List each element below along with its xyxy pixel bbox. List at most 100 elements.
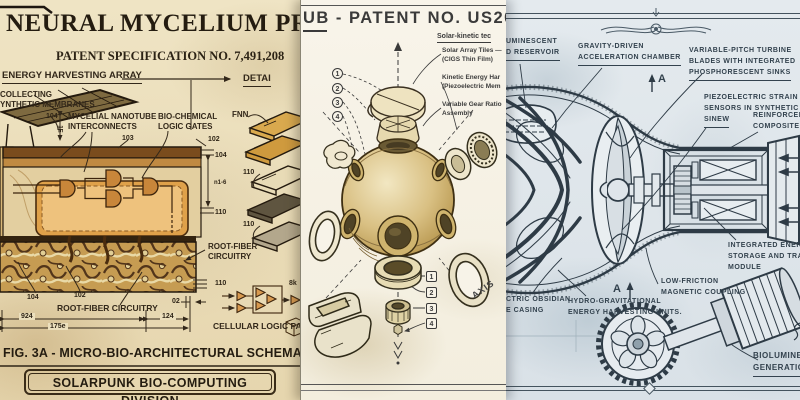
left-ring-part bbox=[308, 210, 342, 262]
gear-label-line1: Variable Gear Ratio bbox=[442, 101, 502, 108]
header-flourish-ornament bbox=[600, 8, 712, 35]
ref-104-top: 104 bbox=[46, 113, 58, 120]
gear-label-line2: Assembly bbox=[442, 110, 473, 117]
dim-124: 124 bbox=[160, 313, 176, 320]
integrated-label-line3: MODULE bbox=[728, 263, 762, 271]
turbine-label-line1: VARIABLE-PITCH TURBINE bbox=[689, 47, 792, 54]
ref-1e: 1E bbox=[56, 125, 63, 133]
part-box-3: 3 bbox=[426, 303, 437, 314]
integrated-label-line1: INTEGRATED ENERGY bbox=[728, 242, 800, 249]
fnn-label: FNN bbox=[232, 110, 249, 119]
ref-02: 02 bbox=[172, 298, 180, 305]
section-marker-top: A bbox=[658, 73, 667, 85]
reservoir-label-line1: UMINESCENT bbox=[506, 38, 558, 45]
ref-110-dim: 110 bbox=[215, 209, 227, 216]
item-circle-4: 4 bbox=[332, 111, 343, 122]
item-circle-1: 1 bbox=[332, 68, 343, 79]
title-underline bbox=[303, 30, 327, 32]
spherical-hub bbox=[339, 138, 457, 262]
part-box-4: 4 bbox=[426, 318, 437, 329]
item-circle-2: 2 bbox=[332, 83, 343, 94]
cellular-logic-gates bbox=[222, 285, 300, 314]
turbine-rotor bbox=[591, 115, 645, 265]
obsidian-label-line2: E CASING bbox=[506, 306, 544, 314]
middle-patent-panel: UB - PATENT NO. US2023 Solar-kinetic tec… bbox=[300, 0, 506, 400]
knurled-cylinder-part bbox=[385, 299, 411, 325]
biochem-label-line2: LOGIC GATES bbox=[158, 122, 213, 131]
bio-logic-box bbox=[13, 169, 189, 237]
figure-caption: FIG. 3A - MICRO-BIO-ARCHITECTURAL SCHEMA… bbox=[3, 346, 300, 360]
sprocket-gear bbox=[596, 302, 680, 386]
ref-104-bottom: 104 bbox=[27, 294, 39, 301]
biolum-label-line2: GENERATION bbox=[753, 362, 800, 377]
solar-tiles-label-line1: Solar Array Tiles — bbox=[442, 47, 502, 54]
nut-part bbox=[393, 323, 403, 336]
gasket-part bbox=[323, 139, 356, 169]
division-banner-box: SOLARPUNK BIO-COMPUTING DIVISION bbox=[24, 369, 276, 400]
membranes-label-line2: YNTHETIC MEMBRANES bbox=[0, 100, 95, 109]
ref-110-stack-a: 110 bbox=[243, 169, 255, 176]
organic-lattice bbox=[506, 96, 582, 284]
obsidian-label-line1: CTRIC OBSIDIAN bbox=[506, 296, 571, 303]
page-title: NEURAL MYCELIUM PROCESSO bbox=[6, 10, 300, 37]
ref-110-hatch: 110 bbox=[215, 280, 227, 287]
root-fiber-pattern bbox=[0, 241, 197, 293]
membranes-label-line1: COLLECTING bbox=[0, 90, 52, 99]
division-banner-text: SOLARPUNK BIO-COMPUTING DIVISION bbox=[28, 373, 272, 400]
piezo-label-line2: SENSORS IN SYNTHETIC bbox=[704, 104, 799, 112]
flow-arrows bbox=[777, 153, 800, 227]
end-bell bbox=[767, 134, 800, 246]
bottom-border-a bbox=[301, 384, 506, 385]
cellular-logic-label: CELLULAR LOGIC PATH bbox=[213, 321, 300, 331]
hydro-label-line2: ENERGY HARVESTING UNITS. bbox=[568, 308, 683, 316]
flange-ring-part bbox=[374, 255, 422, 290]
coupling-label-line2: MAGNETIC COUPLING bbox=[661, 288, 746, 296]
kinetic-label-line1: Kinetic Energy Har bbox=[442, 74, 501, 81]
reinforced-label-line2: COMPOSITE CA bbox=[753, 122, 800, 130]
generator-cylinder bbox=[662, 267, 800, 351]
right-ring-part bbox=[448, 252, 490, 308]
mycelial-label-line1: MYCELIAL NANOTUBE bbox=[68, 112, 157, 121]
root-fiber-right-line2: CIRCUITRY bbox=[208, 252, 252, 261]
tech-heading: Solar-kinetic tec bbox=[437, 32, 492, 44]
ref-102-bottom: 102 bbox=[74, 292, 86, 299]
top-rule-a bbox=[506, 13, 800, 14]
clamp-shell-parts bbox=[308, 292, 372, 358]
root-fiber-right-line1: ROOT-FIBER bbox=[208, 242, 258, 251]
biolum-label-line1: BIOLUMINESC bbox=[753, 351, 800, 360]
part-box-1: 1 bbox=[426, 271, 437, 282]
energy-array-label: ENERGY HARVESTING ARRAY bbox=[2, 70, 142, 84]
hydro-label-line1: HYDRO-GRAVITATIONAL bbox=[568, 298, 662, 305]
biochem-label-line1: BIO-CHEMICAL bbox=[158, 112, 218, 121]
reservoir-label-line2: D RESERVOIR bbox=[506, 48, 560, 61]
turbine-label-line3: PHOSPHORESCENT SINKS bbox=[689, 68, 791, 81]
gear-cylinder bbox=[673, 165, 692, 215]
ref-102-bar: 102 bbox=[208, 136, 220, 143]
turbine-blueprint-drawing bbox=[506, 8, 800, 386]
root-fiber-bottom-label: ROOT-FIBER CIRCUITRY bbox=[57, 303, 158, 313]
ref-110-stack-b: 110 bbox=[243, 221, 255, 228]
piezo-label-line3: SINEW bbox=[704, 115, 730, 128]
exploded-view-drawing bbox=[308, 42, 498, 365]
ref-103: 103 bbox=[122, 135, 134, 142]
gravity-label-line1: GRAVITY-DRIVEN bbox=[578, 43, 644, 50]
integrated-label-line2: STORAGE AND TRANS bbox=[728, 252, 800, 260]
mycelial-label-line2: INTERCONNECTS bbox=[68, 122, 137, 131]
gravity-label-line2: ACCELERATION CHAMBER bbox=[578, 53, 681, 66]
bottom-border-b bbox=[301, 390, 506, 391]
solar-tiles-label-line2: (CIGS Thin Film) bbox=[442, 56, 493, 63]
middle-patent-title: UB - PATENT NO. US2023 bbox=[303, 9, 506, 27]
detail-label: DETAI bbox=[243, 73, 271, 87]
ref-8k: 8k bbox=[289, 280, 297, 287]
dim-924: 924 bbox=[19, 313, 35, 320]
part-box-2: 2 bbox=[426, 287, 437, 298]
turbine-label-line2: BLADES WITH INTEGRATED bbox=[689, 57, 796, 65]
ref-104-dim: 104 bbox=[215, 152, 227, 159]
leader-lines bbox=[519, 63, 759, 361]
item-circle-3: 3 bbox=[332, 97, 343, 108]
fnn-layer-stack bbox=[244, 111, 300, 252]
section-marker-bottom: A bbox=[613, 283, 622, 295]
ref-n1-6: n1-6 bbox=[214, 180, 227, 186]
kinetic-label-line2: (Piezoelectric Mem bbox=[442, 83, 501, 90]
